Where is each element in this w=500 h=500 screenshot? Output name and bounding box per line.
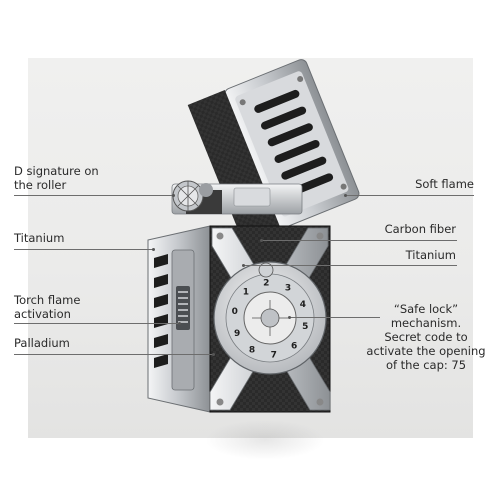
dial-digit: 2 — [263, 279, 269, 289]
lighter-cap — [187, 59, 360, 245]
left-side-slots — [154, 254, 168, 368]
leader-d-signature — [14, 195, 174, 196]
leader-dot-titanium-left — [152, 248, 155, 251]
leader-titanium-left — [14, 249, 154, 250]
leader-safe-lock — [290, 317, 380, 318]
dial-digit: 6 — [291, 341, 297, 351]
dial-digit: 5 — [302, 322, 308, 332]
dial-digit-ring: 34 56 7 89 01 2 — [232, 279, 309, 361]
leader-dot-safe-lock — [288, 316, 291, 319]
label-d-signature: D signature on the roller — [14, 164, 99, 192]
label-soft-flame: Soft flame — [415, 177, 474, 191]
label-titanium-left: Titanium — [14, 231, 65, 245]
dial-digit: 7 — [271, 350, 277, 360]
roller — [172, 180, 213, 212]
dial-digit: 0 — [232, 307, 238, 317]
leader-titanium-right — [244, 265, 457, 266]
leader-soft-flame — [346, 195, 474, 196]
dial-digit: 4 — [300, 300, 306, 310]
safe-lock-dial: 34 56 7 89 01 2 — [213, 261, 327, 375]
leader-dot-soft-flame — [344, 194, 347, 197]
cap-slots — [254, 89, 334, 197]
label-safe-lock: “Safe lock” mechanism. Secret code to ac… — [366, 302, 486, 372]
label-titanium-right: Titanium — [405, 248, 456, 262]
leader-palladium — [14, 354, 214, 355]
label-torch-flame: Torch flame activation — [14, 293, 81, 321]
dial-digit: 3 — [285, 283, 291, 293]
dial-digit: 1 — [243, 288, 249, 298]
floor-reflection — [205, 420, 325, 460]
leader-dot-carbon-fiber — [260, 239, 263, 242]
dial-digit: 8 — [249, 346, 255, 356]
leader-torch-flame — [14, 323, 180, 324]
torch-flame-button — [176, 286, 190, 330]
leader-dot-torch-flame — [178, 322, 181, 325]
dial-digit: 9 — [234, 329, 240, 339]
label-palladium: Palladium — [14, 336, 70, 350]
leader-dot-palladium — [212, 353, 215, 356]
leader-carbon-fiber — [262, 240, 457, 241]
leader-dot-titanium-right — [242, 264, 245, 267]
label-carbon-fiber: Carbon fiber — [384, 222, 456, 236]
left-side-panel — [147, 225, 211, 413]
leader-dot-d-signature — [172, 194, 175, 197]
